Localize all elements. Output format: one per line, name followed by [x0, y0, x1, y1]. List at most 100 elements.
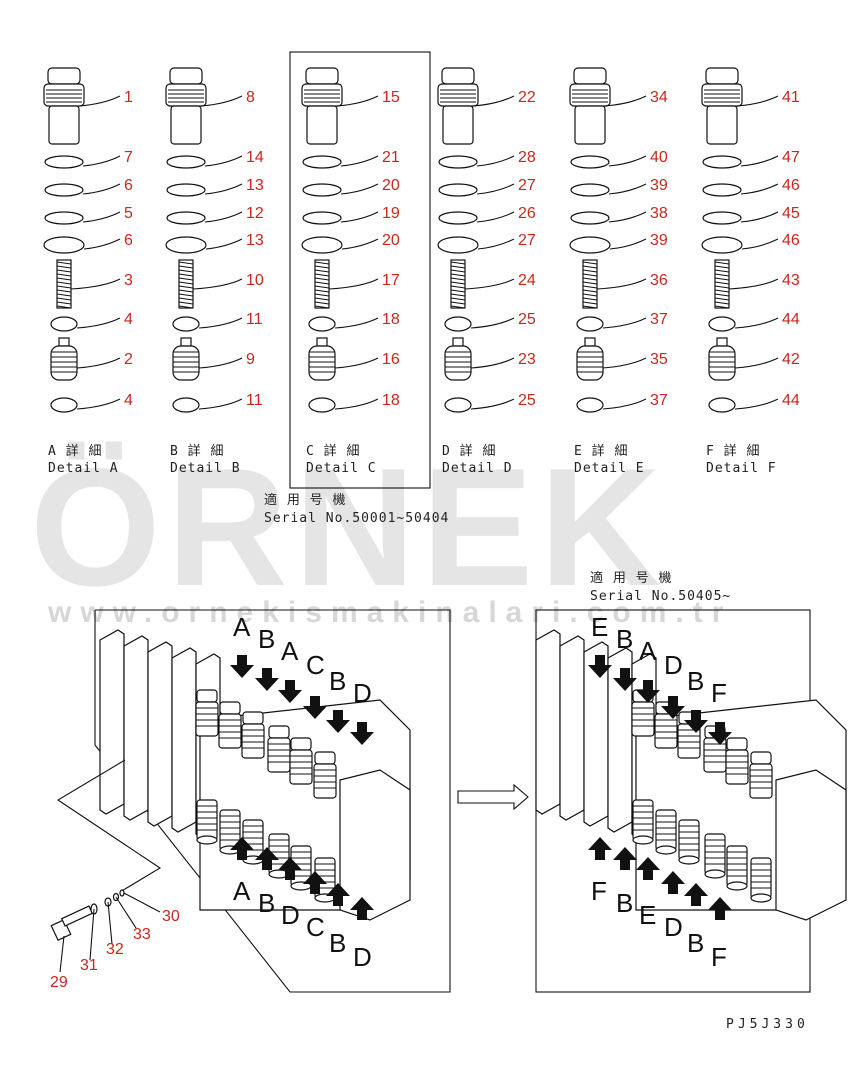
- detail-parts-2: [301, 67, 343, 413]
- callout-42: 42: [782, 351, 800, 368]
- callout-37: 37: [650, 311, 668, 328]
- detail-label-jp-3: D 詳 細: [442, 443, 496, 459]
- callout-9: 9: [246, 351, 255, 368]
- callout-12: 12: [246, 205, 264, 222]
- callout-4: 4: [124, 311, 133, 328]
- detail-label-en-1: Detail B: [170, 461, 241, 476]
- callout-24: 24: [518, 272, 536, 289]
- detail-label-en-5: Detail F: [706, 461, 777, 476]
- detail-parts-0: [43, 67, 85, 413]
- left-view-frame: [94, 609, 451, 993]
- callout-31: 31: [80, 957, 98, 974]
- callout-27: 27: [518, 177, 536, 194]
- plug-29: [50, 905, 94, 942]
- valve-bodies: [99, 629, 847, 921]
- callout-10: 10: [246, 272, 264, 289]
- callout-6: 6: [124, 177, 133, 194]
- callout-16: 16: [382, 351, 400, 368]
- callout-39: 39: [650, 177, 668, 194]
- right-view-bottom-letter-0: F: [591, 876, 607, 906]
- callout-33: 33: [133, 926, 151, 943]
- serial-left: 適 用 号 機 Serial No.50001~50404: [264, 492, 448, 526]
- callout-43: 43: [782, 272, 800, 289]
- serial-right-en: Serial No.50405~: [590, 589, 731, 604]
- detail-label-en-2: Detail C: [306, 461, 377, 476]
- detail-label-jp-2: C 詳 細: [306, 443, 360, 459]
- right-view-bottom-letter-5: F: [711, 942, 727, 972]
- detail-parts-5: [701, 67, 743, 413]
- figure-code: PJ5J330: [726, 1017, 809, 1032]
- serial-right-jp: 適 用 号 機: [590, 570, 672, 586]
- plug-exploded-view: 30 33 32 31 29: [50, 759, 180, 991]
- callout-27: 27: [518, 232, 536, 249]
- detail-label-en-0: Detail A: [48, 461, 119, 476]
- left-view-top-letter-5: D: [353, 678, 372, 708]
- right-view-bottom-letter-4: B: [687, 928, 704, 958]
- callout-37: 37: [650, 392, 668, 409]
- left-view-top-letter-3: C: [306, 650, 325, 680]
- callout-18: 18: [382, 392, 400, 409]
- left-view-bottom-letter-0: A: [233, 876, 251, 906]
- callout-11: 11: [246, 392, 263, 409]
- callout-46: 46: [782, 232, 800, 249]
- callout-5: 5: [124, 205, 133, 222]
- callout-47: 47: [782, 149, 800, 166]
- callout-34: 34: [650, 89, 668, 106]
- callout-36: 36: [650, 272, 668, 289]
- left-view-bottom-letter-5: D: [353, 942, 372, 972]
- watermark: ÖRNEK www.ornekismakinalari.com.tr: [30, 433, 732, 629]
- callout-32: 32: [106, 941, 124, 958]
- callout-23: 23: [518, 351, 536, 368]
- detail-label-jp-5: F 詳 細: [706, 443, 760, 459]
- callout-38: 38: [650, 205, 668, 222]
- ring-30: [119, 889, 125, 897]
- right-view-bottom-letter-2: E: [639, 900, 656, 930]
- left-view-top-letter-0: A: [233, 612, 251, 642]
- detail-label-jp-1: B 詳 細: [170, 443, 224, 459]
- left-view-bottom-letter-4: B: [329, 928, 346, 958]
- detail-parts-3: [437, 67, 479, 413]
- left-view-top-letter-4: B: [329, 666, 346, 696]
- callout-22: 22: [518, 89, 536, 106]
- callout-7: 7: [124, 149, 133, 166]
- callout-11: 11: [246, 311, 263, 328]
- callout-4: 4: [124, 392, 133, 409]
- watermark-brand: ÖRNEK: [30, 433, 667, 621]
- watermark-url: www.ornekismakinalari.com.tr: [47, 596, 732, 629]
- callout-46: 46: [782, 177, 800, 194]
- detail-label-en-3: Detail D: [442, 461, 513, 476]
- callout-20: 20: [382, 232, 400, 249]
- callout-39: 39: [650, 232, 668, 249]
- left-view-bottom-letter-1: B: [258, 888, 275, 918]
- callout-45: 45: [782, 205, 800, 222]
- callout-44: 44: [782, 392, 800, 409]
- callout-3: 3: [124, 272, 133, 289]
- callout-29: 29: [50, 974, 68, 991]
- callout-15: 15: [382, 89, 400, 106]
- callout-40: 40: [650, 149, 668, 166]
- callout-21: 21: [382, 149, 400, 166]
- callout-25: 25: [518, 311, 536, 328]
- callout-25: 25: [518, 392, 536, 409]
- detail-label-en-4: Detail E: [574, 461, 645, 476]
- callout-28: 28: [518, 149, 536, 166]
- callout-35: 35: [650, 351, 668, 368]
- left-view-bottom-letter-3: C: [306, 912, 325, 942]
- detail-c-frame: [289, 51, 431, 489]
- serial-left-jp: 適 用 号 機: [264, 492, 346, 508]
- callout-13: 13: [246, 177, 264, 194]
- callout-14: 14: [246, 149, 264, 166]
- left-view-top-letter-2: A: [281, 636, 299, 666]
- callout-13: 13: [246, 232, 264, 249]
- transition-arrow: [457, 783, 529, 811]
